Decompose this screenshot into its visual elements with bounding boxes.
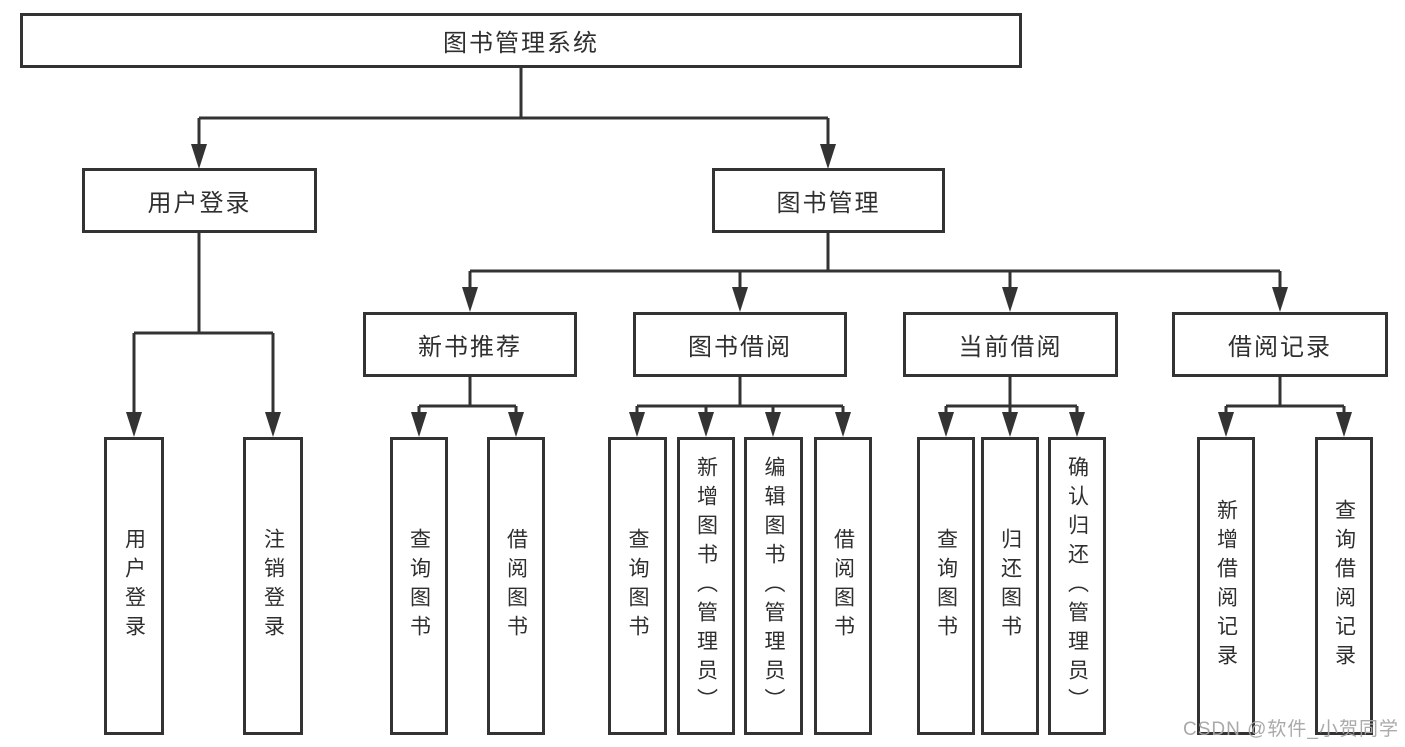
leaf-borrow-books-recommend: 借阅图书: [487, 437, 545, 735]
leaf-edit-book-admin-label: 编辑图书（管理员）: [762, 455, 786, 717]
leaf-query-books-recommend: 查询图书: [390, 437, 448, 735]
arrowhead-icon: [1218, 412, 1234, 437]
arrowhead-icon: [462, 287, 478, 312]
edges-book-borrowing: [629, 377, 851, 437]
arrowhead-icon: [508, 412, 524, 437]
arrowhead-icon: [1272, 287, 1288, 312]
leaf-query-borrow-record: 查询借阅记录: [1315, 437, 1373, 735]
csdn-watermark: CSDN @软件_小贺同学: [1183, 719, 1399, 740]
leaf-add-book-admin: 新增图书（管理员）: [677, 437, 735, 735]
leaf-edit-book-admin: 编辑图书（管理员）: [744, 437, 803, 735]
node-root-label: 图书管理系统: [443, 30, 599, 57]
edges-borrowing-records: [1218, 377, 1352, 437]
leaf-borrow-books-borrowing: 借阅图书: [814, 437, 872, 735]
arrowhead-icon: [1336, 412, 1352, 437]
leaf-user-login: 用户登录: [104, 437, 164, 735]
arrowhead-icon: [1002, 287, 1018, 312]
leaf-borrow-books-borrowing-label: 借阅图书: [831, 528, 855, 644]
leaf-logout-label: 注销登录: [261, 528, 285, 644]
node-user-login-label: 用户登录: [147, 190, 252, 217]
arrowhead-icon: [835, 412, 851, 437]
leaf-query-books-borrowing: 查询图书: [608, 437, 667, 735]
leaf-confirm-return-admin-label: 确认归还（管理员）: [1065, 455, 1089, 717]
node-current-borrowing-label: 当前借阅: [958, 334, 1063, 361]
leaf-confirm-return-admin: 确认归还（管理员）: [1048, 437, 1106, 735]
edges-user-login: [126, 233, 281, 437]
edges-current-borrowing: [938, 377, 1085, 437]
arrowhead-icon: [938, 412, 954, 437]
leaf-add-borrow-record: 新增借阅记录: [1197, 437, 1255, 735]
arrowhead-icon: [265, 412, 281, 437]
node-book-borrowing-label: 图书借阅: [688, 334, 792, 361]
leaf-return-books-label: 归还图书: [998, 528, 1022, 644]
arrowhead-icon: [1002, 412, 1018, 437]
arrowhead-icon: [698, 412, 714, 437]
node-new-book-recommend-label: 新书推荐: [418, 334, 522, 361]
leaf-logout: 注销登录: [243, 437, 303, 735]
leaf-return-books: 归还图书: [981, 437, 1039, 735]
leaf-query-books-borrowing-label: 查询图书: [626, 528, 650, 644]
leaf-query-borrow-record-label: 查询借阅记录: [1332, 499, 1356, 673]
arrowhead-icon: [191, 144, 207, 169]
edges-book-management: [462, 233, 1288, 312]
leaf-query-books-current-label: 查询图书: [934, 528, 958, 644]
arrowhead-icon: [1069, 412, 1085, 437]
node-root: 图书管理系统: [20, 13, 1022, 68]
leaf-borrow-books-recommend-label: 借阅图书: [504, 528, 528, 644]
node-new-book-recommend: 新书推荐: [363, 312, 577, 377]
node-user-login: 用户登录: [82, 168, 317, 233]
node-current-borrowing: 当前借阅: [903, 312, 1118, 377]
leaf-query-books-recommend-label: 查询图书: [407, 528, 431, 644]
arrowhead-icon: [765, 412, 781, 437]
node-borrowing-records-label: 借阅记录: [1228, 334, 1332, 361]
leaf-add-book-admin-label: 新增图书（管理员）: [694, 455, 718, 717]
node-borrowing-records: 借阅记录: [1172, 312, 1388, 377]
arrowhead-icon: [732, 287, 748, 312]
node-book-borrowing: 图书借阅: [633, 312, 847, 377]
edges-root: [191, 68, 836, 169]
leaf-query-books-current: 查询图书: [917, 437, 975, 735]
leaf-user-login-label: 用户登录: [122, 528, 146, 644]
arrowhead-icon: [820, 144, 836, 169]
leaf-add-borrow-record-label: 新增借阅记录: [1214, 499, 1238, 673]
arrowhead-icon: [411, 412, 427, 437]
arrowhead-icon: [629, 412, 645, 437]
edges-new-book-recommend: [411, 377, 524, 437]
node-book-management-label: 图书管理: [776, 190, 881, 217]
node-book-management: 图书管理: [712, 168, 945, 233]
arrowhead-icon: [126, 412, 142, 437]
